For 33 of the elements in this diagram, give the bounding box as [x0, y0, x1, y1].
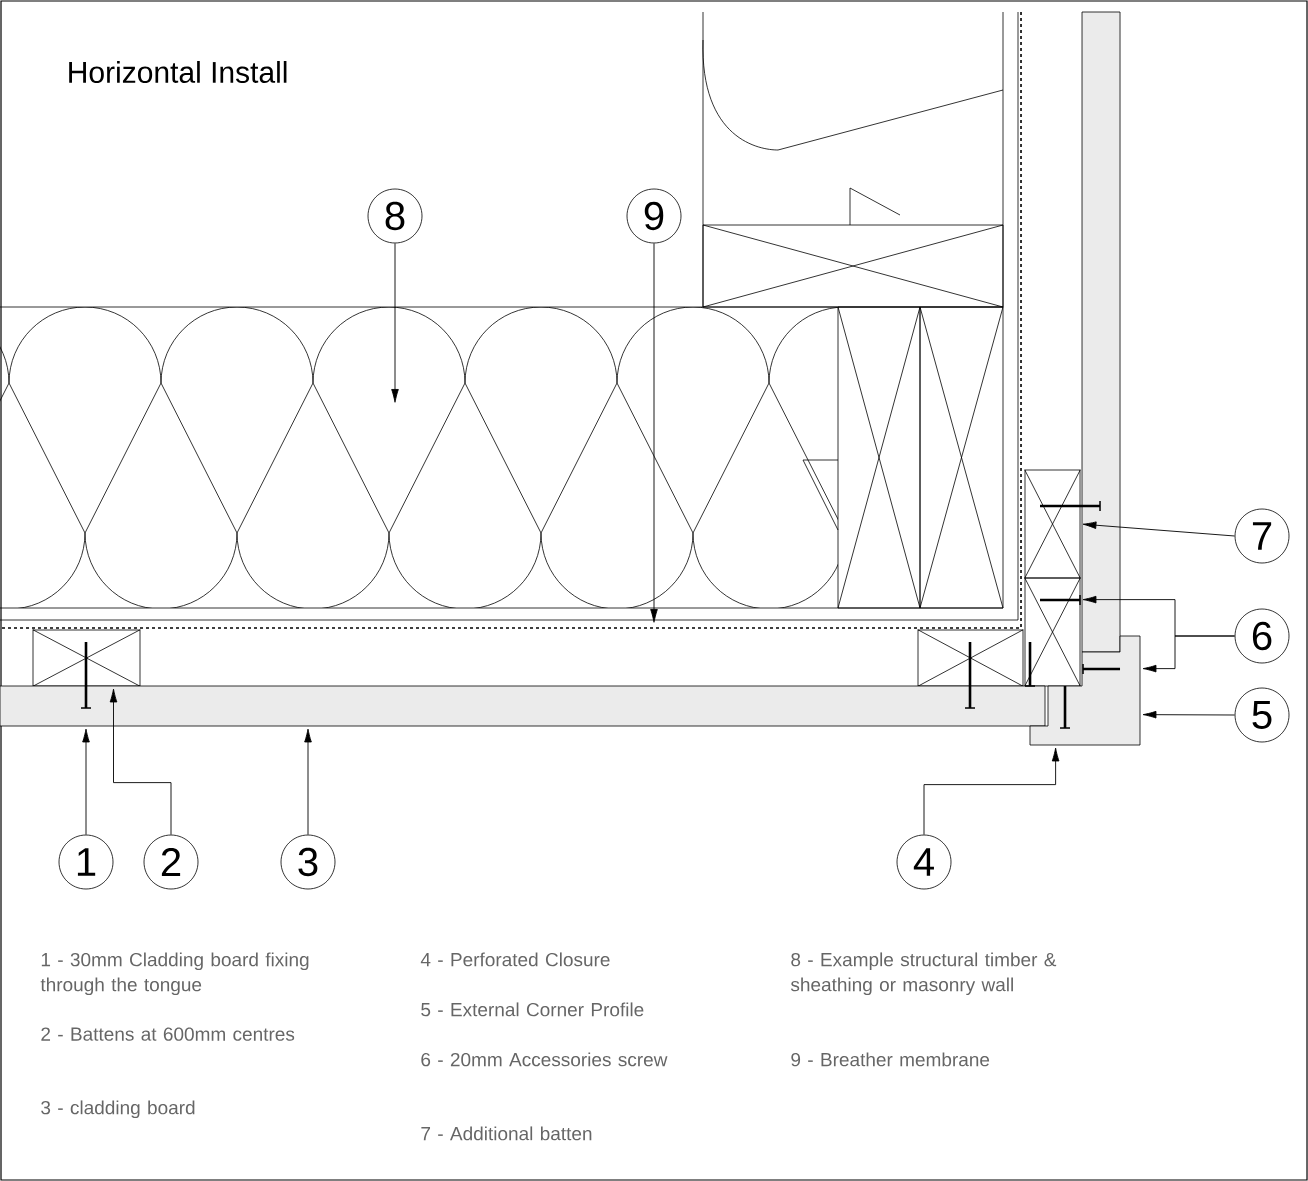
legend-note: 8 - Example structural timber & sheathing or masonry wall	[790, 952, 1057, 996]
legend-note: 9 - Breather membrane	[791, 1052, 990, 1067]
cladding-board	[0, 685, 1046, 727]
leader-line	[1082, 521, 1236, 537]
callout-number: 6	[1234, 608, 1290, 664]
leader-line	[923, 747, 1060, 836]
legend-note: 1 - 30mm Cladding board fixing through the tongue	[40, 952, 309, 996]
cladding-board	[1081, 11, 1121, 653]
corner-profile	[1029, 635, 1141, 746]
callout-number: 1	[58, 834, 114, 890]
leader-line	[109, 688, 172, 836]
callout-number: 3	[280, 834, 336, 890]
callout-number: 5	[1234, 687, 1290, 743]
leader-line	[1142, 710, 1236, 719]
legend-note: 6 - 20mm Accessories screw	[421, 1052, 668, 1067]
leader-line	[391, 242, 399, 403]
callout-number: 2	[143, 834, 199, 890]
batten	[1024, 577, 1081, 687]
leader-line	[1142, 635, 1236, 673]
callout-number: 7	[1234, 508, 1290, 564]
legend-note: 7 - Additional batten	[421, 1126, 592, 1141]
title: Horizontal Install	[69, 61, 287, 83]
leader-line	[650, 242, 658, 623]
legend-note: 2 - Battens at 600mm centres	[41, 1027, 295, 1041]
legend-note: 3 - cladding board	[41, 1100, 195, 1119]
legend-note: 5 - External Corner Profile	[421, 1002, 644, 1017]
callout-number: 8	[367, 188, 423, 244]
callout-number: 9	[626, 188, 682, 244]
callout-number: 4	[896, 834, 952, 890]
batten	[1024, 469, 1081, 579]
legend-note: 4 - Perforated Closure	[420, 952, 610, 967]
leader-line	[304, 728, 312, 836]
leader-line	[82, 728, 90, 836]
